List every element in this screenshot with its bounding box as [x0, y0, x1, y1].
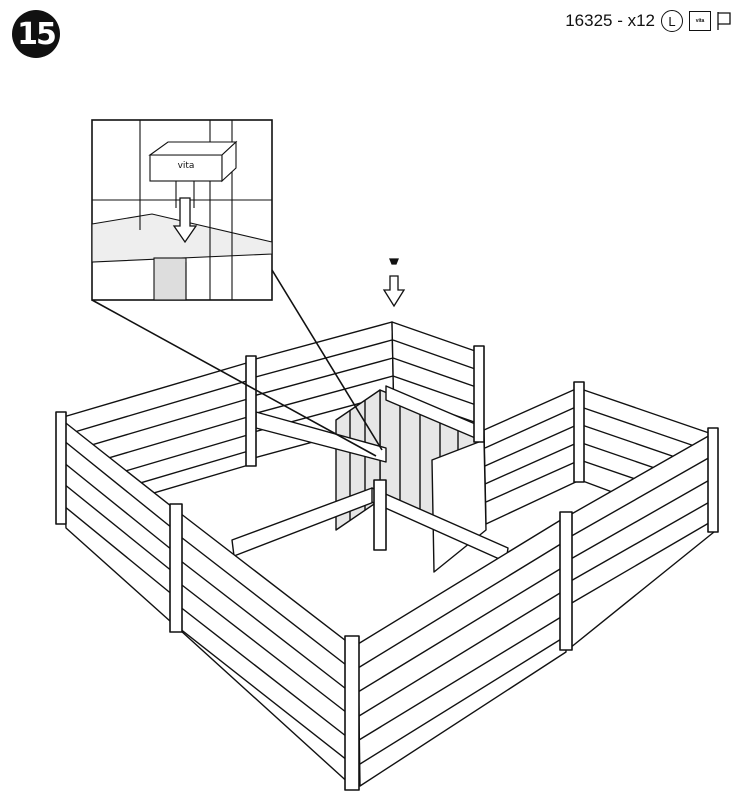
- front-left-wall: [61, 419, 181, 631]
- posts: [55, 345, 719, 791]
- front-right-wall: [357, 517, 567, 787]
- part-package-icon: vita: [689, 11, 711, 31]
- detail-callout: vita: [91, 119, 383, 457]
- flag-icon: [717, 12, 731, 30]
- front-left-wall-2: [175, 509, 353, 787]
- cap-logo: vita: [178, 161, 195, 171]
- step-number-badge: 15: [12, 10, 60, 58]
- cap-drop-indicator: [382, 258, 406, 308]
- size-letter-circle: L: [661, 10, 683, 32]
- size-letter: L: [668, 13, 676, 29]
- step-number: 15: [17, 16, 57, 52]
- part-code: 16325 - x12: [565, 11, 655, 30]
- right-back-wall: [483, 387, 581, 525]
- crossbars: [231, 411, 509, 563]
- center-cross-module: [335, 385, 487, 573]
- part-logo-text: vita: [695, 18, 705, 24]
- part-info: 16325 - x12 L vita: [565, 10, 731, 32]
